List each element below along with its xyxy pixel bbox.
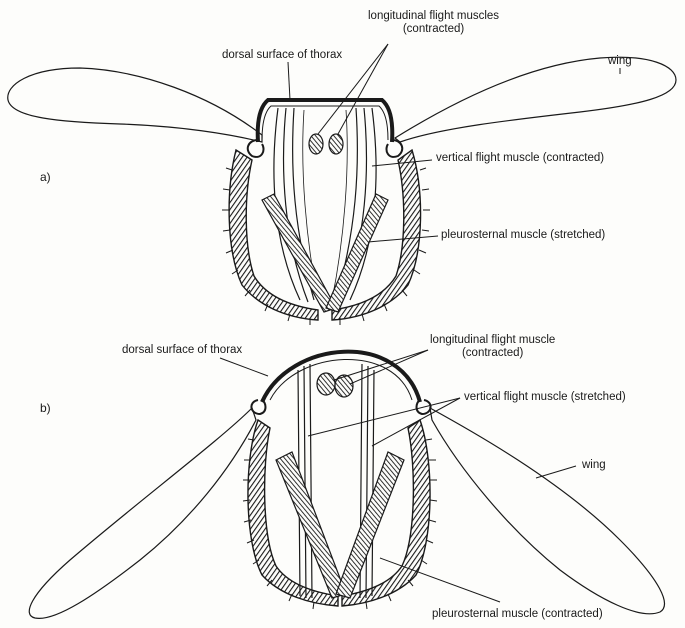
panel-b-left-wing: [29, 408, 256, 618]
panel-a-vertical-label: vertical flight muscle (contracted): [436, 152, 604, 165]
panel-a-longitudinal-line2: (contracted): [368, 23, 499, 36]
panel-a-longitudinal-muscle-left: [309, 134, 323, 154]
panel-b-longitudinal-line1: longitudinal flight muscle: [430, 334, 555, 347]
panel-b-longitudinal-line2: (contracted): [430, 347, 555, 360]
panel-b-vertical-label: vertical flight muscle (stretched): [464, 391, 626, 404]
panel-a-letter: a): [40, 171, 51, 184]
panel-a-longitudinal-line1: longitudinal flight muscles: [368, 10, 499, 23]
panel-b-pleurosternal-label: pleurosternal muscle (contracted): [432, 608, 603, 621]
panel-a-pleurosternal-left: [262, 194, 336, 312]
panel-b-dorsal-label: dorsal surface of thorax: [122, 344, 242, 357]
panel-a-longitudinal-label: longitudinal flight muscles (contracted): [368, 10, 499, 36]
panel-b-wing-label: wing: [582, 459, 606, 472]
panel-b-letter: b): [40, 402, 51, 415]
panel-a-wing-label: wing: [608, 55, 632, 68]
panel-b-longitudinal-label: longitudinal flight muscle (contracted): [430, 334, 555, 360]
panel-a-left-wing: [8, 68, 262, 142]
panel-b-longitudinal-muscle-left: [317, 373, 335, 395]
panel-b-right-wing: [430, 408, 664, 614]
panel-a-longitudinal-muscle-right: [329, 134, 343, 154]
panel-a-pleurosternal-label: pleurosternal muscle (stretched): [441, 229, 605, 242]
panel-a-dorsal-label: dorsal surface of thorax: [222, 49, 342, 62]
panel-a-right-wing: [395, 57, 676, 142]
panel-a-drawing: [8, 57, 676, 325]
